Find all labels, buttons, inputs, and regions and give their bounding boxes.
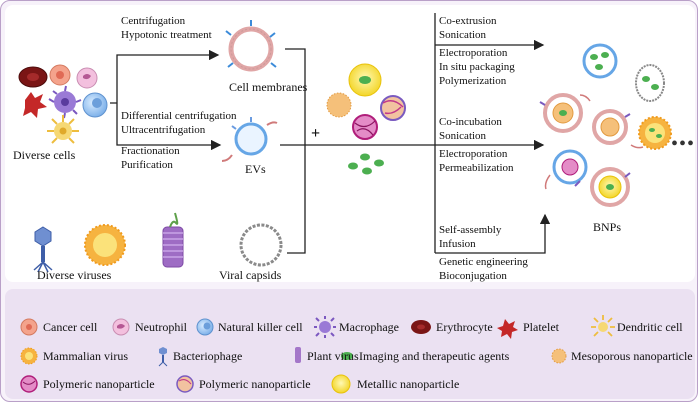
ev-method-4: Purification xyxy=(121,159,173,171)
cell-membrane-vesicle xyxy=(225,20,277,72)
legend-label-macrophage: Macrophage xyxy=(339,320,399,334)
strategy-1-4: In situ packaging xyxy=(439,61,515,73)
macrophage-icon xyxy=(314,316,336,338)
bacteriophage-icon xyxy=(158,347,168,367)
ev-method-2: Ultracentrifugation xyxy=(121,124,206,136)
membrane-method-2: Hypotonic treatment xyxy=(121,29,212,41)
polymeric-np-pink-icon xyxy=(20,375,38,393)
workflow-diagram xyxy=(18,13,672,273)
mesoporous-np-icon xyxy=(551,348,567,364)
legend-label-erythrocyte: Erythrocyte xyxy=(436,320,493,334)
cells-flow-lines xyxy=(110,49,222,151)
workflow-panel: Diverse cells Centrifugation Hypotonic t… xyxy=(5,5,695,282)
polymeric-np-mixed-icon xyxy=(176,375,194,393)
strategy-1-2: Sonication xyxy=(439,29,487,41)
neutrophil-icon xyxy=(112,318,130,336)
cell-membranes-label: Cell membranes xyxy=(229,80,308,94)
ev-method-3: Fractionation xyxy=(121,145,180,157)
diverse-cells-cluster xyxy=(18,64,108,144)
strategy-3-2: Infusion xyxy=(439,238,476,250)
evs-label: EVs xyxy=(245,162,266,176)
erythrocyte-icon xyxy=(411,320,431,334)
strategy-1-5: Polymerization xyxy=(439,75,507,87)
strategy-2-2: Sonication xyxy=(439,130,487,142)
platelet-icon xyxy=(497,319,518,339)
bnps-label: BNPs xyxy=(593,220,622,234)
legend-label-polymeric-np-2: Polymeric nanoparticle xyxy=(199,377,311,391)
legend-label-plant-virus: Plant virus xyxy=(307,349,359,363)
more-ellipsis: ••• xyxy=(671,133,696,155)
strategy-2-4: Permeabilization xyxy=(439,162,514,174)
legend-label-platelet: Platelet xyxy=(523,320,559,334)
cargo-nanoparticles xyxy=(326,63,406,175)
legend-label-mammalian-virus: Mammalian virus xyxy=(43,349,128,363)
strategy-3-1: Self-assembly xyxy=(439,224,502,236)
strategy-2-1: Co-incubation xyxy=(439,116,502,128)
legend-label-dendritic-cell: Dendritic cell xyxy=(617,320,683,334)
legend-label-metallic-np: Metallic nanoparticle xyxy=(357,377,460,391)
strategy-arrows xyxy=(434,13,551,254)
agent-icon xyxy=(341,352,353,360)
mammalian-virus-icon xyxy=(20,347,38,365)
legend-label-bacteriophage: Bacteriophage xyxy=(173,349,243,363)
dendritic-cell-icon xyxy=(591,315,615,337)
strategy-1-3: Electroporation xyxy=(439,47,508,59)
viral-capsid-illustration xyxy=(239,223,283,267)
legend-label-mesoporous-np: Mesoporous nanoparticle xyxy=(571,349,693,363)
plant-virus-illustration xyxy=(162,212,184,268)
convergence-lines xyxy=(280,48,435,254)
nk-cell-icon xyxy=(196,318,214,336)
plus-sign: + xyxy=(311,125,321,142)
viral-capsids-label: Viral capsids xyxy=(219,268,282,282)
bacteriophage-illustration xyxy=(33,226,53,273)
mammalian-virus-illustration xyxy=(84,224,126,266)
diverse-viruses-group xyxy=(33,212,184,273)
metallic-np-icon xyxy=(331,374,351,394)
cancer-cell-icon xyxy=(20,318,38,336)
legend-label-neutrophil: Neutrophil xyxy=(135,320,187,334)
diverse-viruses-label: Diverse viruses xyxy=(37,268,112,282)
bnp-cluster xyxy=(539,43,672,207)
strategy-1-1: Co-extrusion xyxy=(439,15,497,27)
strategy-3-3: Genetic engineering xyxy=(439,256,528,268)
legend-label-nk-cell: Natural killer cell xyxy=(218,320,303,334)
ev-vesicle xyxy=(221,117,278,162)
legend-label-agents: Imaging and therapeutic agents xyxy=(359,349,510,363)
legend-label-polymeric-np-1: Polymeric nanoparticle xyxy=(43,377,155,391)
membrane-method-1: Centrifugation xyxy=(121,15,186,27)
legend-panel: Cancer cell Neutrophil Natural killer ce… xyxy=(5,289,695,399)
diverse-cells-label: Diverse cells xyxy=(13,148,76,162)
legend-icons xyxy=(20,315,615,394)
plant-virus-icon xyxy=(295,347,301,363)
strategy-2-3: Electroporation xyxy=(439,148,508,160)
strategy-3-4: Bioconjugation xyxy=(439,270,507,282)
legend-label-cancer-cell: Cancer cell xyxy=(43,320,98,334)
ev-method-1: Differential centrifugation xyxy=(121,110,237,122)
